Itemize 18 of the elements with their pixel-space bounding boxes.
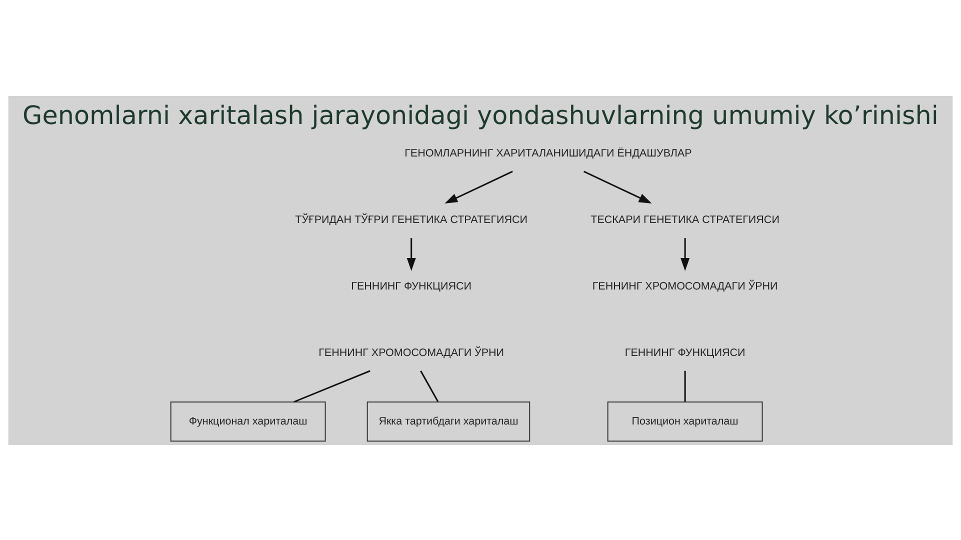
node-box: Якка тартибдаги хариталаш — [366, 401, 530, 442]
arrow — [680, 238, 690, 270]
connector — [420, 370, 439, 402]
node-box: Позицион хариталаш — [607, 401, 763, 442]
arrow — [406, 238, 416, 270]
arrow — [583, 170, 652, 203]
connector — [294, 370, 370, 402]
node-text: ТЎҒРИДАН ТЎҒРИ ГЕНЕТИКА СТРАТЕГИЯСИ — [295, 213, 528, 226]
node-text: ГЕННИНГ ХРОМОСОМАДАГИ ЎРНИ — [318, 346, 504, 358]
node-text: ГЕННИНГ ФУНКЦИЯСИ — [351, 280, 472, 292]
node-text: ТЕСКАРИ ГЕНЕТИКА СТРАТЕГИЯСИ — [590, 213, 780, 226]
node-text: ГЕННИНГ ХРОМОСОМАДАГИ ЎРНИ — [592, 280, 778, 292]
node-box: Функционал хариталаш — [170, 401, 326, 442]
arrow — [444, 170, 513, 203]
node-text: ГЕНОМЛАРНИНГ ХАРИТАЛАНИШИДАГИ ЁНДАШУВЛАР — [404, 146, 692, 159]
node-text: ГЕННИНГ ФУНКЦИЯСИ — [624, 346, 746, 358]
diagram-title: Genomlarni xaritalash jarayonidagi yondashuvlarning umumiy ko’rinishi — [22, 100, 938, 130]
connector — [684, 370, 686, 402]
